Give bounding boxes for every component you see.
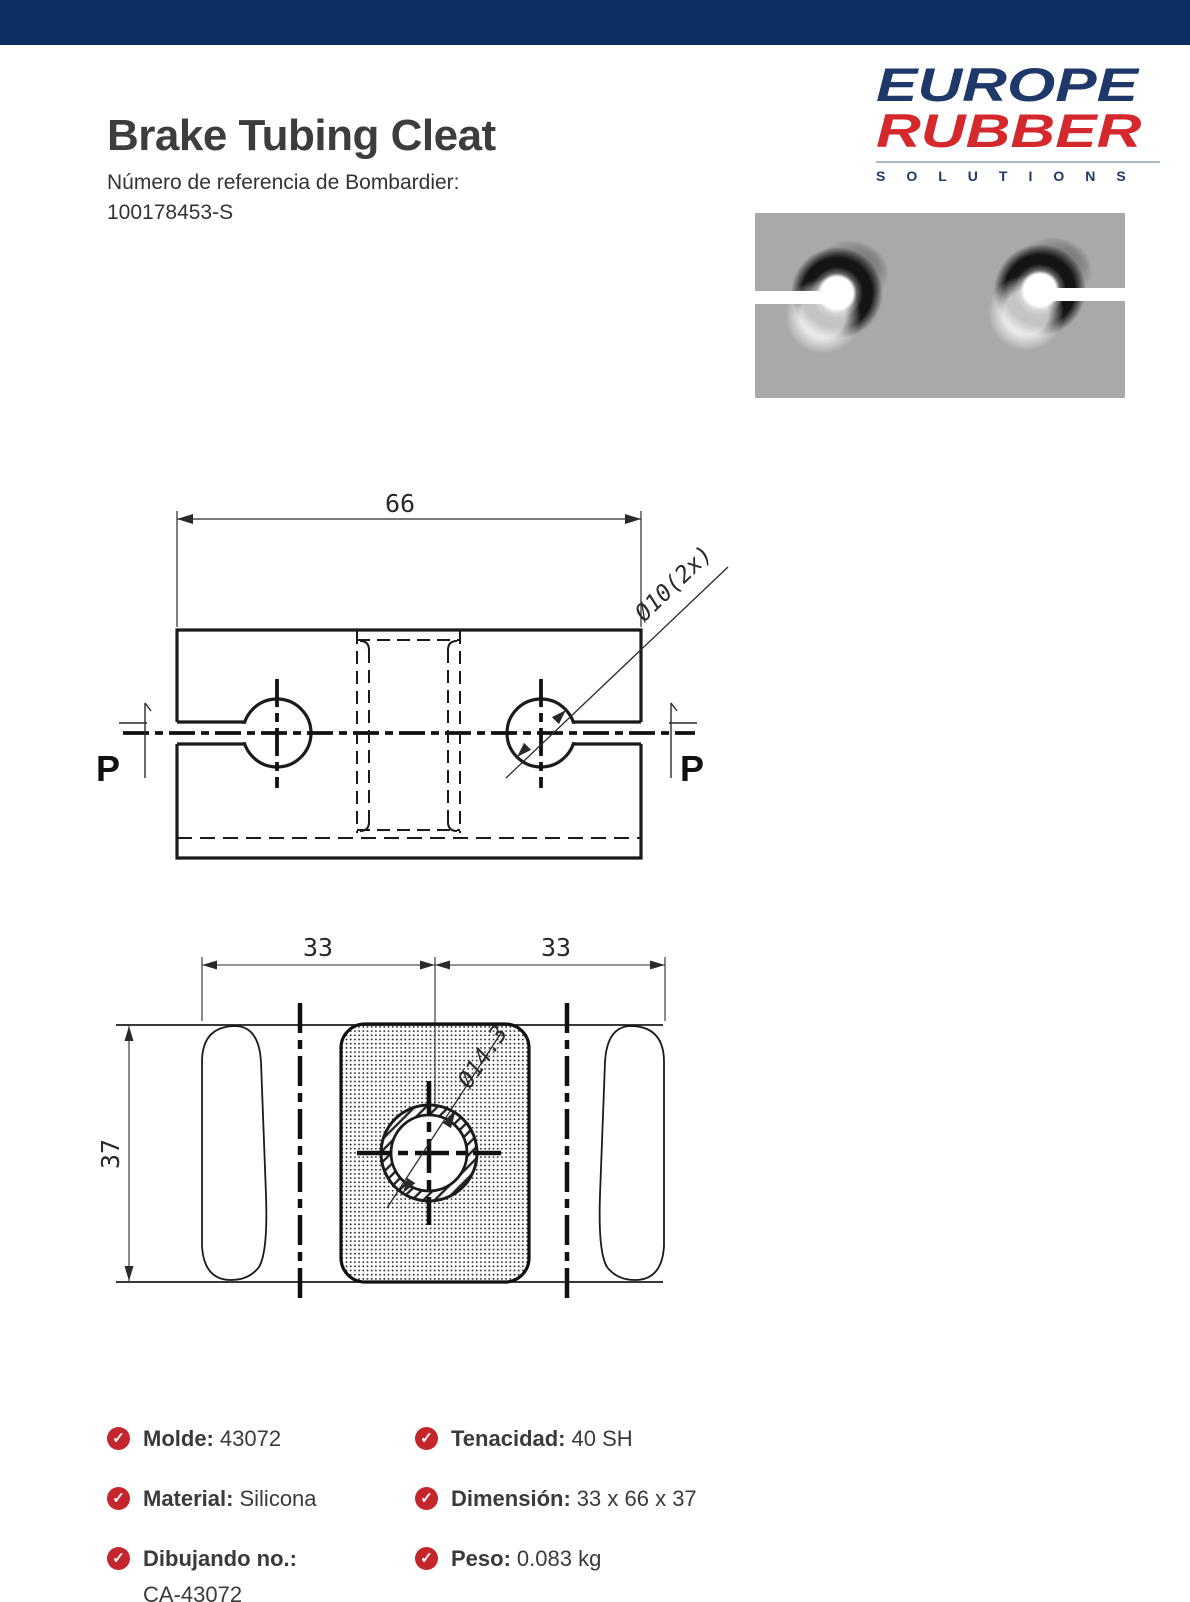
spec-label: Peso: — [451, 1546, 511, 1571]
check-icon: ✓ — [107, 1547, 130, 1570]
spec-label: Tenacidad: — [451, 1426, 566, 1451]
company-logo: EUROPE RUBBER SOLUTIONS — [876, 61, 1162, 184]
dim-label-hole-diameter: Ø10(2x) — [630, 541, 718, 627]
spec-value: 43072 — [219, 1426, 282, 1451]
dimension-33-33 — [201, 957, 666, 1152]
left-lobe — [201, 1025, 268, 1281]
logo-line-solutions: SOLUTIONS — [876, 168, 1147, 184]
spec-value: 0.083 kg — [516, 1546, 602, 1571]
logo-line-europe: EUROPE — [876, 58, 1139, 111]
dim-label-33-left: 33 — [303, 933, 333, 962]
spec-item-tenacidad: ✓ Tenacidad:40 SH — [415, 1425, 633, 1453]
product-photo — [755, 213, 1125, 398]
photo-right-slit — [1046, 288, 1125, 301]
spec-item-molde: ✓ Molde:43072 — [107, 1425, 281, 1453]
spec-label: Dibujando no.: — [143, 1546, 297, 1571]
section-view-drawing: 33 33 37 — [96, 933, 666, 1305]
hidden-cavity-lines — [177, 631, 641, 839]
centerlines — [123, 679, 695, 788]
dim-label-33-right: 33 — [541, 933, 571, 962]
vertical-centerlines — [297, 1003, 570, 1305]
dimension-width-66 — [176, 511, 642, 627]
spec-item-material: ✓ Material:Silicona — [107, 1485, 317, 1513]
dim-label-37: 37 — [96, 1139, 125, 1169]
spec-item-dibujando: ✓ Dibujando no.: CA-43072 — [107, 1545, 303, 1602]
subtitle-line2: 100178453-S — [107, 201, 234, 224]
check-icon: ✓ — [107, 1487, 130, 1510]
section-label-right: P — [680, 748, 704, 789]
hole-diameter-leader — [505, 566, 729, 779]
logo-divider — [876, 161, 1160, 163]
spec-value: Silicona — [239, 1486, 317, 1511]
dimension-37 — [124, 1026, 134, 1281]
spec-label: Dimensión: — [451, 1486, 571, 1511]
check-icon: ✓ — [107, 1427, 130, 1450]
page-title: Brake Tubing Cleat — [107, 111, 496, 160]
check-icon: ✓ — [415, 1547, 438, 1570]
spec-item-peso: ✓ Peso:0.083 kg — [415, 1545, 601, 1573]
check-icon: ✓ — [415, 1427, 438, 1450]
spec-label: Molde: — [143, 1426, 214, 1451]
section-marker-left — [119, 702, 152, 778]
header-bar — [0, 0, 1190, 45]
section-marker-right — [669, 702, 697, 778]
spec-item-dimension: ✓ Dimensión:33 x 66 x 37 — [415, 1485, 697, 1513]
hole-crosshair — [357, 1081, 501, 1225]
logo-line-rubber: RUBBER — [876, 104, 1142, 157]
hidden-cavity-hooks — [359, 640, 458, 832]
part-outline — [175, 628, 643, 860]
section-label-left: P — [96, 748, 120, 789]
dim-label-66: 66 — [385, 489, 415, 518]
spec-value: 40 SH — [571, 1426, 633, 1451]
right-lobe — [598, 1025, 665, 1281]
check-icon: ✓ — [415, 1487, 438, 1510]
spec-value: CA-43072 — [143, 1582, 243, 1602]
spec-label: Material: — [143, 1486, 234, 1511]
side-view-drawing: 66 — [96, 489, 729, 860]
title-block: Brake Tubing Cleat Número de referencia … — [107, 110, 496, 228]
subtitle-line1: Número de referencia de Bombardier: — [107, 171, 460, 194]
hole-diameter-leader — [386, 1032, 502, 1209]
photo-left-slit — [755, 291, 841, 304]
spec-value: 33 x 66 x 37 — [576, 1486, 697, 1511]
slot-lines — [177, 720, 641, 746]
